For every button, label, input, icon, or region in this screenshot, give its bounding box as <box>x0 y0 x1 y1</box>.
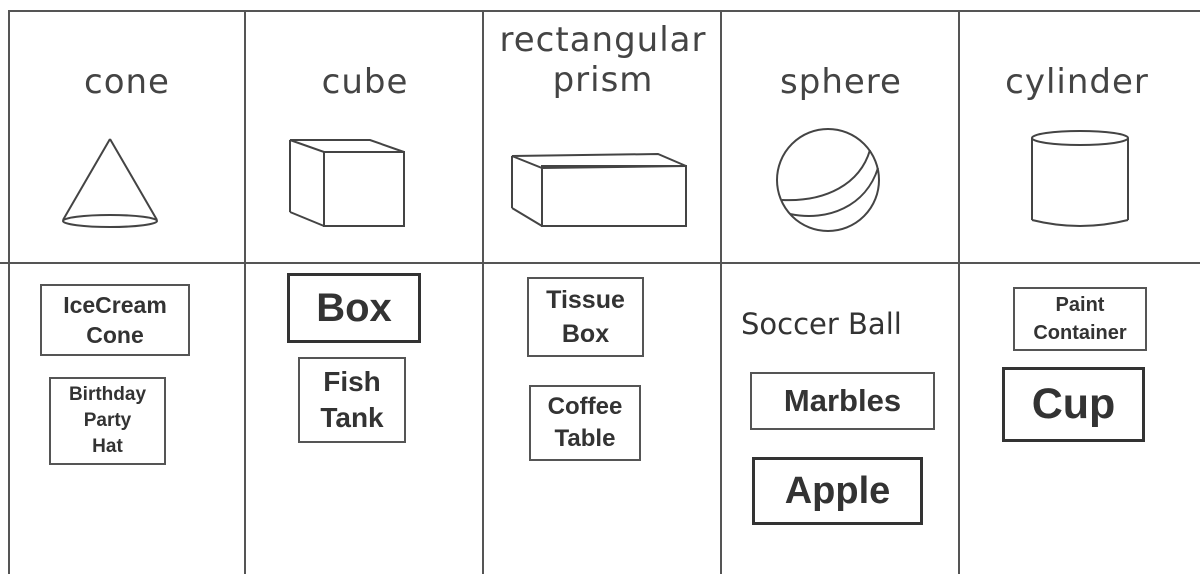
card-label: Marbles <box>783 383 902 418</box>
card-icecream-cone[interactable]: IceCream Cone <box>40 284 190 356</box>
card-label: Tissue Box <box>546 286 625 348</box>
card-label: Cup <box>1031 380 1116 428</box>
card-paint-container[interactable]: Paint Container <box>1013 287 1147 351</box>
card-cup[interactable]: Cup <box>1002 367 1145 442</box>
card-birthday-party-hat[interactable]: Birthday Party Hat <box>49 377 166 465</box>
cylinder-icon <box>1028 128 1132 232</box>
column-divider-3 <box>720 10 722 574</box>
column-title-sphere: sphere <box>780 62 902 102</box>
card-label: Coffee Table <box>547 393 623 452</box>
column-divider-1 <box>244 10 246 574</box>
card-fish-tank[interactable]: Fish Tank <box>298 357 406 443</box>
rectangular-prism-icon <box>508 150 690 230</box>
column-title-cone: cone <box>84 62 170 102</box>
column-title-cylinder: cylinder <box>1005 62 1149 102</box>
card-label: Birthday Party Hat <box>68 384 147 457</box>
column-divider-4 <box>958 10 960 574</box>
card-label: Fish Tank <box>320 366 384 433</box>
card-apple[interactable]: Apple <box>752 457 923 525</box>
sphere-icon <box>772 128 888 232</box>
card-label: Apple <box>784 469 891 512</box>
card-label: Box <box>316 285 392 330</box>
table-left-border <box>8 10 10 574</box>
card-tissue-box[interactable]: Tissue Box <box>527 277 644 357</box>
column-title-cube: cube <box>321 62 409 102</box>
column-divider-2 <box>482 10 484 574</box>
card-label: IceCream Cone <box>63 292 167 348</box>
card-label: Paint Container <box>1033 294 1127 344</box>
card-coffee-table[interactable]: Coffee Table <box>529 385 641 461</box>
cone-icon <box>58 136 162 230</box>
card-box[interactable]: Box <box>287 273 421 343</box>
cube-icon <box>286 136 410 230</box>
soccer-ball-label[interactable]: Soccer Ball <box>741 307 902 341</box>
table-top-border <box>8 10 1200 12</box>
card-marbles[interactable]: Marbles <box>750 372 935 430</box>
column-title-rectangular-prism: rectangular prism <box>499 20 707 100</box>
header-divider <box>0 262 1200 264</box>
